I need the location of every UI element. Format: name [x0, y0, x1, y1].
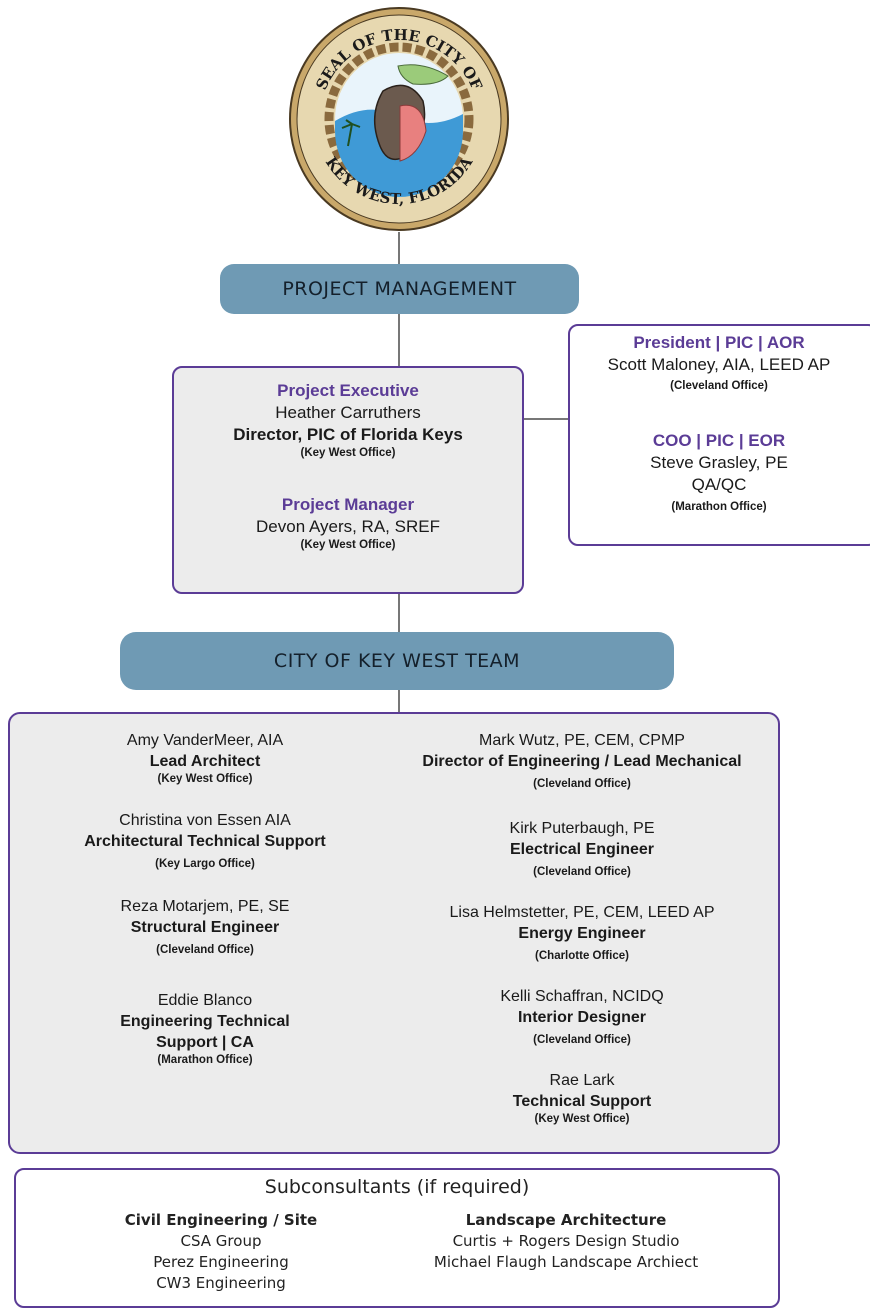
team-right-4-office: (Key West Office): [534, 1113, 630, 1125]
team-left-3-role2: Support | CA: [156, 1034, 254, 1051]
exec-title: Project Executive: [277, 381, 419, 400]
coo-title: COO | PIC | EOR: [652, 431, 786, 450]
city-seal: SEAL OF THE CITY OF KEY WEST, FLORIDA: [288, 6, 510, 232]
team-right-4-role: Technical Support: [512, 1093, 652, 1110]
civil-item: CW3 Engineering: [156, 1274, 286, 1292]
landscape-column: Landscape Architecture Curtis + Rogers D…: [386, 1210, 746, 1273]
team-left-2-office: (Cleveland Office): [156, 944, 254, 956]
connector-exec-team: [398, 594, 400, 632]
team-left-1-role: Architectural Technical Support: [84, 833, 326, 850]
team-left-2-name: Reza Motarjem, PE, SE: [120, 898, 290, 915]
civil-item: CSA Group: [180, 1232, 262, 1250]
subconsultants-title: Subconsultants (if required): [264, 1176, 530, 1198]
president-box: President | PIC | AOR Scott Maloney, AIA…: [568, 324, 870, 546]
team-right-3-office: (Cleveland Office): [533, 1034, 631, 1046]
team-left-0-office: (Key West Office): [157, 773, 253, 785]
coo-office: (Marathon Office): [671, 501, 767, 513]
civil-item: Perez Engineering: [153, 1253, 289, 1271]
coo-name: Steve Grasley, PE: [650, 453, 788, 472]
president-name: Scott Maloney, AIA, LEED AP: [607, 355, 831, 374]
exec-office: (Key West Office): [300, 447, 396, 459]
team-right-1-office: (Cleveland Office): [533, 866, 631, 878]
exec-role: Director, PIC of Florida Keys: [233, 425, 463, 444]
connector-team-box: [398, 690, 400, 712]
team-right-3-name: Kelli Schaffran, NCIDQ: [500, 988, 664, 1005]
team-right-1-name: Kirk Puterbaugh, PE: [509, 820, 655, 837]
landscape-heading: Landscape Architecture: [465, 1211, 667, 1229]
pm-title: Project Manager: [281, 495, 415, 514]
landscape-item: Michael Flaugh Landscape Archiect: [433, 1253, 699, 1271]
connector-pm-exec: [398, 314, 400, 366]
team-left-1-name: Christina von Essen AIA: [119, 812, 291, 829]
president-office: (Cleveland Office): [670, 380, 768, 392]
president-title: President | PIC | AOR: [633, 333, 805, 352]
connector-seal-pm: [398, 232, 400, 264]
team-left-3-name: Eddie Blanco: [157, 992, 253, 1009]
team-right-2-role: Energy Engineer: [518, 925, 646, 942]
team-label: CITY OF KEY WEST TEAM: [273, 650, 521, 672]
team-right-4-name: Rae Lark: [549, 1072, 615, 1089]
team-right-1-role: Electrical Engineer: [509, 841, 655, 858]
landscape-item: Curtis + Rogers Design Studio: [452, 1232, 680, 1250]
seal-graphic: SEAL OF THE CITY OF KEY WEST, FLORIDA: [289, 7, 509, 231]
team-left-1-office: (Key Largo Office): [155, 858, 255, 870]
pm-name: Devon Ayers, RA, SREF: [256, 517, 440, 536]
team-left-0-name: Amy VanderMeer, AIA: [126, 732, 284, 749]
exec-name: Heather Carruthers: [275, 403, 421, 422]
team-left-0-role: Lead Architect: [149, 753, 261, 770]
pm-office: (Key West Office): [300, 539, 396, 551]
project-management-label: PROJECT MANAGEMENT: [282, 278, 517, 300]
team-left-2-role: Structural Engineer: [130, 919, 280, 936]
team-right-0-office: (Cleveland Office): [533, 778, 631, 790]
executive-box: Project Executive Heather Carruthers Dir…: [172, 366, 524, 594]
team-left-3-role: Engineering Technical: [120, 1013, 290, 1030]
project-management-banner: PROJECT MANAGEMENT: [220, 264, 579, 314]
team-right-0-role: Director of Engineering / Lead Mechanica…: [422, 753, 742, 770]
civil-heading: Civil Engineering / Site: [124, 1211, 318, 1229]
civil-column: Civil Engineering / Site CSA Group Perez…: [76, 1210, 366, 1294]
subconsultants-box: Subconsultants (if required) Civil Engin…: [14, 1168, 780, 1308]
connector-exec-president: [524, 418, 568, 420]
team-left-3-office: (Marathon Office): [157, 1054, 253, 1066]
team-banner: CITY OF KEY WEST TEAM: [120, 632, 674, 690]
coo-role: QA/QC: [691, 475, 747, 494]
team-right-0-name: Mark Wutz, PE, CEM, CPMP: [479, 732, 685, 749]
team-right-2-name: Lisa Helmstetter, PE, CEM, LEED AP: [449, 904, 715, 921]
team-right-3-role: Interior Designer: [517, 1009, 647, 1026]
team-box: Amy VanderMeer, AIA Lead Architect (Key …: [8, 712, 780, 1154]
team-right-2-office: (Charlotte Office): [535, 950, 629, 962]
